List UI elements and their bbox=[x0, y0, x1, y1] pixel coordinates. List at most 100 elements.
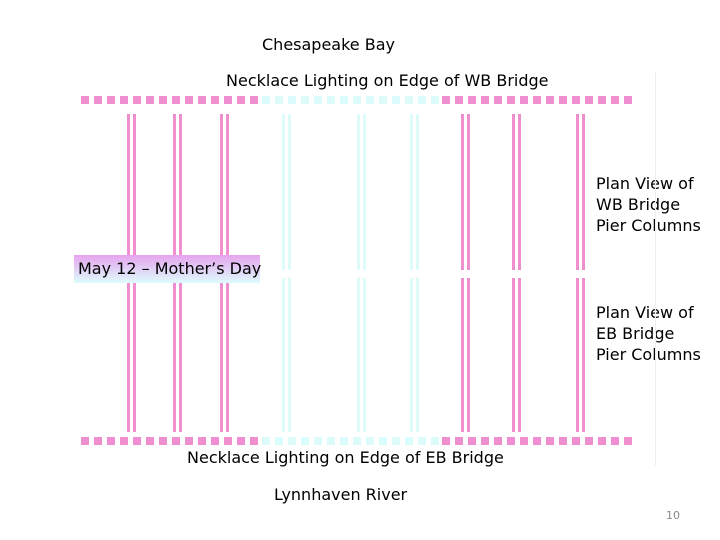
wb-pier-column bbox=[220, 114, 223, 270]
eb-necklace-light bbox=[481, 437, 489, 445]
eb-necklace-light bbox=[159, 437, 167, 445]
wb-pier-column bbox=[416, 114, 419, 270]
eb-pier-column bbox=[282, 278, 285, 432]
eb-necklace-light bbox=[133, 437, 141, 445]
wb-necklace-light bbox=[159, 96, 167, 104]
eb-pier-column bbox=[226, 278, 229, 432]
wb-necklace-light bbox=[250, 96, 258, 104]
wb-necklace-light bbox=[133, 96, 141, 104]
eb-plan-line: Plan View of bbox=[596, 303, 694, 322]
eb-necklace-light bbox=[379, 437, 387, 445]
eb-necklace-light bbox=[366, 437, 374, 445]
wb-necklace-light bbox=[611, 96, 619, 104]
eb-necklace-light bbox=[624, 437, 632, 445]
wb-necklace-light bbox=[559, 96, 567, 104]
wb-necklace-light bbox=[314, 96, 322, 104]
eb-necklace-light bbox=[468, 437, 476, 445]
eb-necklace-light bbox=[262, 437, 270, 445]
eb-pier-column bbox=[461, 278, 464, 432]
eb-necklace-light bbox=[288, 437, 296, 445]
eb-necklace-light bbox=[120, 437, 128, 445]
wb-pier-column bbox=[518, 114, 521, 270]
wb-necklace-light bbox=[94, 96, 102, 104]
wb-necklace-light bbox=[598, 96, 606, 104]
eb-pier-column bbox=[133, 278, 136, 432]
wb-plan-line: WB Bridge bbox=[596, 195, 681, 214]
event-label: May 12 – Mother’s Day bbox=[74, 255, 261, 283]
wb-necklace-light bbox=[585, 96, 593, 104]
eb-plan-line: EB Bridge bbox=[596, 324, 675, 343]
eb-necklace-light bbox=[275, 437, 283, 445]
wb-necklace-light bbox=[533, 96, 541, 104]
eb-necklace-light bbox=[224, 437, 232, 445]
wb-pier-column bbox=[282, 114, 285, 270]
eb-lighting-label: Necklace Lighting on Edge of EB Bridge bbox=[187, 448, 504, 467]
eb-necklace-light bbox=[533, 437, 541, 445]
divider-line bbox=[655, 72, 656, 466]
wb-necklace-light bbox=[572, 96, 580, 104]
eb-necklace-light bbox=[81, 437, 89, 445]
wb-lighting-label: Necklace Lighting on Edge of WB Bridge bbox=[226, 71, 549, 90]
wb-necklace-light bbox=[353, 96, 361, 104]
wb-necklace-light bbox=[366, 96, 374, 104]
eb-necklace-light bbox=[327, 437, 335, 445]
eb-necklace-light bbox=[520, 437, 528, 445]
eb-pier-column bbox=[173, 278, 176, 432]
eb-necklace-light bbox=[198, 437, 206, 445]
wb-necklace-light bbox=[211, 96, 219, 104]
wb-necklace-light bbox=[468, 96, 476, 104]
eb-necklace-light bbox=[301, 437, 309, 445]
eb-necklace-light bbox=[172, 437, 180, 445]
eb-necklace-light bbox=[94, 437, 102, 445]
eb-necklace-light bbox=[353, 437, 361, 445]
page-number: 10 bbox=[666, 509, 680, 522]
wb-pier-column bbox=[357, 114, 360, 270]
eb-pier-column bbox=[416, 278, 419, 432]
wb-necklace-light bbox=[624, 96, 632, 104]
eb-pier-column bbox=[179, 278, 182, 432]
eb-necklace-light bbox=[392, 437, 400, 445]
eb-necklace-light bbox=[340, 437, 348, 445]
eb-pier-column bbox=[518, 278, 521, 432]
eb-necklace-light bbox=[507, 437, 515, 445]
wb-necklace-light bbox=[107, 96, 115, 104]
wb-pier-column bbox=[133, 114, 136, 270]
eb-necklace-light bbox=[185, 437, 193, 445]
eb-necklace-light bbox=[211, 437, 219, 445]
title-lynnhaven-river: Lynnhaven River bbox=[274, 485, 408, 504]
wb-necklace-light bbox=[198, 96, 206, 104]
wb-necklace-light bbox=[224, 96, 232, 104]
wb-necklace-light bbox=[481, 96, 489, 104]
eb-necklace-light bbox=[314, 437, 322, 445]
eb-pier-column bbox=[410, 278, 413, 432]
eb-necklace-light bbox=[611, 437, 619, 445]
eb-necklace-light bbox=[559, 437, 567, 445]
eb-necklace-light bbox=[418, 437, 426, 445]
title-chesapeake-bay: Chesapeake Bay bbox=[262, 35, 395, 54]
eb-necklace-light bbox=[572, 437, 580, 445]
wb-necklace-light bbox=[455, 96, 463, 104]
eb-necklace-light bbox=[442, 437, 450, 445]
eb-pier-column bbox=[127, 278, 130, 432]
wb-plan-label: Plan View of WB Bridge Pier Columns bbox=[596, 173, 701, 236]
wb-plan-line: Pier Columns bbox=[596, 216, 701, 235]
wb-pier-column bbox=[410, 114, 413, 270]
wb-necklace-light bbox=[81, 96, 89, 104]
eb-necklace-light bbox=[598, 437, 606, 445]
eb-necklace-light bbox=[250, 437, 258, 445]
wb-pier-column bbox=[363, 114, 366, 270]
eb-plan-line: Pier Columns bbox=[596, 345, 701, 364]
wb-necklace-light bbox=[301, 96, 309, 104]
eb-pier-column bbox=[220, 278, 223, 432]
wb-pier-column bbox=[582, 114, 585, 270]
wb-necklace-light bbox=[431, 96, 439, 104]
eb-necklace-light bbox=[146, 437, 154, 445]
wb-pier-column bbox=[179, 114, 182, 270]
wb-necklace-light bbox=[275, 96, 283, 104]
wb-necklace-light bbox=[327, 96, 335, 104]
wb-necklace-light bbox=[288, 96, 296, 104]
eb-pier-column bbox=[288, 278, 291, 432]
wb-pier-column bbox=[127, 114, 130, 270]
eb-necklace-light bbox=[431, 437, 439, 445]
wb-necklace-light bbox=[392, 96, 400, 104]
